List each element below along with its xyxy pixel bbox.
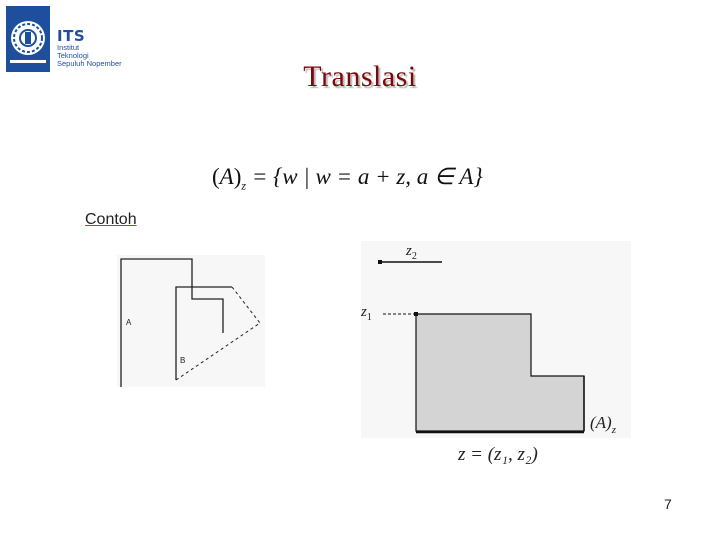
logo-line-3: Sepuluh Nopember	[57, 59, 122, 68]
svg-text:z2: z2	[405, 243, 417, 262]
slide-title: Translasi	[303, 60, 417, 93]
its-seal-icon	[6, 6, 50, 72]
set-a-shape	[120, 258, 193, 387]
az-label: (A)	[590, 413, 612, 432]
z2-point	[378, 260, 382, 264]
translation-formula: (A)z = {w | w = a + z, a ∈ A}	[212, 164, 483, 193]
z1-subscript: 1	[367, 312, 372, 323]
label-a: A	[126, 318, 132, 327]
page-number: 7	[664, 496, 672, 512]
az-subscript: z	[611, 424, 617, 436]
logo-line-1: Institut	[57, 43, 80, 52]
set-b-shape	[175, 286, 232, 380]
formula-set: A	[219, 164, 234, 189]
sets-a-b-figure: A B	[117, 255, 265, 387]
z2-label: z	[405, 243, 412, 259]
example-label: Contoh	[85, 211, 137, 228]
svg-text:(A)z: (A)z	[590, 413, 617, 436]
logo-line-2: Teknologi	[57, 51, 89, 60]
logo-name: ITS	[57, 27, 86, 45]
z1-point	[414, 312, 418, 316]
translated-set-figure: z2 z1 (A)z z = (z₁, z₂)	[360, 241, 631, 465]
formula-rhs: = {w | w = a + z, a ∈ A}	[251, 164, 483, 189]
z2-subscript: 2	[412, 251, 417, 262]
z-caption: z = (z₁, z₂)	[457, 444, 538, 465]
z1-label: z	[360, 304, 367, 320]
label-b: B	[180, 356, 185, 365]
svg-text:z1: z1	[360, 304, 372, 323]
its-logo: ITS Institut Teknologi Sepuluh Nopember	[4, 4, 134, 76]
formula-subscript: z	[241, 178, 247, 193]
